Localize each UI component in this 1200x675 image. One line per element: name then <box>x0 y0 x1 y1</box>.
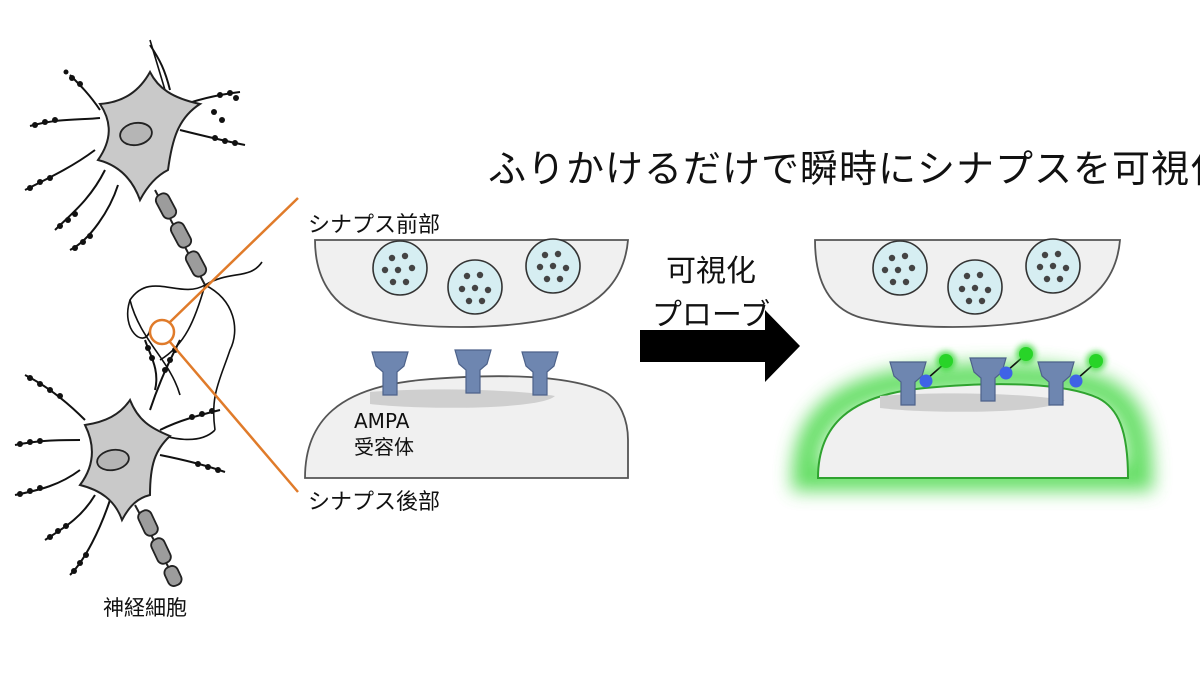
presynaptic-label: シナプス前部 <box>308 213 441 238</box>
synapse-before <box>304 238 629 479</box>
probe-green-dots <box>939 347 1103 368</box>
neurotransmitters-after <box>881 250 1070 305</box>
probe-label-line2: プローブ <box>651 298 771 333</box>
zoom-line-top <box>169 197 299 323</box>
zoom-line-bottom <box>169 341 299 493</box>
arrow-icon <box>640 310 800 382</box>
postsynaptic-density-after <box>880 393 1065 412</box>
ampa-label-line2: 受容体 <box>354 435 414 459</box>
postsynaptic-density <box>370 389 555 408</box>
upper-spines <box>27 69 239 251</box>
probe-label-line1: 可視化 <box>666 254 756 289</box>
postsynaptic-label: シナプス後部 <box>308 490 441 515</box>
ampa-label-line1: AMPA <box>354 409 410 433</box>
neurotransmitters-before <box>381 250 570 305</box>
lower-nucleus <box>96 448 130 472</box>
probe-label: 可視化 プローブ <box>651 250 771 338</box>
ampa-receptors-after <box>889 357 1075 406</box>
neuron-label: 神経細胞 <box>103 596 187 620</box>
neuron-illustration <box>14 39 299 587</box>
lower-spines <box>17 345 221 574</box>
headline: ふりかけるだけで瞬時にシナプスを可視化 <box>488 147 1200 191</box>
upper-nucleus <box>119 121 153 147</box>
synapse-after <box>791 238 1154 491</box>
probe-blue-dots <box>919 366 1083 388</box>
ampa-receptor-label: AMPA 受容体 <box>354 408 414 460</box>
ampa-receptors-before <box>371 349 559 396</box>
lower-axon <box>134 504 183 587</box>
synapse-highlight-circle <box>148 318 176 346</box>
upper-axon <box>154 189 208 286</box>
fluorescent-glow <box>791 363 1154 491</box>
upper-dendrites <box>24 44 246 251</box>
